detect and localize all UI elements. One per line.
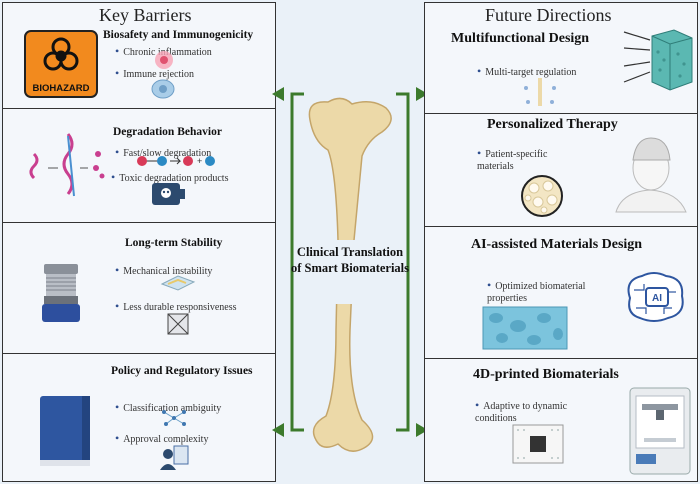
classification-tree-icon [162,410,186,426]
bullet-patient-specific: Patient-specific materials [477,147,577,173]
key-barriers-title: Key Barriers [99,5,192,25]
divider [425,226,697,227]
porous-scaffold-cube-icon [623,29,693,91]
bullet-adaptive: Adaptive to dynamic conditions [475,399,605,425]
future-directions-title: Future Directions [485,5,612,25]
bullet-mechanical-instability: Mechanical instability [115,264,212,278]
femur-bone-icon [302,97,398,452]
center-label: Clinical Translation of Smart Biomateria… [282,244,418,276]
arrow-right-bottom-icon [416,423,428,437]
section-title-stability: Long-term Stability [125,237,223,249]
section-title-multifunctional: Multifunctional Design [451,31,590,46]
degradation-fibers-icon [29,133,105,197]
arrow-right-top-icon [416,87,428,101]
patient-head-icon [615,137,687,213]
bullet-toxic-products: Toxic degradation products [111,171,228,185]
bullet-immune-rejection: Immune rejection [115,67,194,81]
biomaterial-texture-icon [482,306,568,350]
regulation-book-icon [40,396,90,466]
plate-icon [160,275,196,291]
divider [3,108,275,109]
bullet-less-durable: Less durable responsiveness [115,300,236,314]
molecule-chain-icon: + [137,156,215,166]
section-title-ai-design: AI-assisted Materials Design [471,237,643,252]
arrow-left-bottom-icon [272,423,284,437]
porous-material-icon [521,175,563,217]
divider [425,358,697,359]
section-title-personalized: Personalized Therapy [487,117,618,132]
immune-cell-icon [151,79,175,99]
approval-person-icon [160,445,189,470]
divider [3,353,275,354]
cracked-box-icon [167,313,189,335]
bullet-approval-complexity: Approval complexity [115,432,208,446]
bullet-classification-ambiguity: Classification ambiguity [115,401,221,415]
multi-target-bone-icon [524,78,556,106]
section-title-4d-printed: 4D-printed Biomaterials [473,367,619,382]
circuit-chip-icon [512,424,564,464]
center-label-line1: Clinical Translation [296,245,404,259]
bullet-optimized-properties: Optimized biomaterial properties [487,279,607,305]
ai-label: AI [652,293,662,304]
biohazard-sign-icon: BIOHAZARD [24,30,98,98]
section-title-biosafety: Biosafety and Immunogenicity [103,29,254,41]
arrow-left-top-icon [272,87,284,101]
stability-cylinder-icon [42,264,80,322]
bullet-fast-slow-degradation: Fast/slow degradation [115,146,211,160]
inflammation-icon [155,51,173,69]
ai-brain-icon: AI [627,272,684,322]
toxic-bottle-icon [152,183,185,205]
3d-printer-icon [629,387,691,475]
section-title-policy: Policy and Regulatory Issues [111,365,253,377]
divider [3,222,275,223]
bullet-multi-target: Multi-target regulation [477,65,576,79]
arrows-diagram [290,92,410,432]
section-title-degradation: Degradation Behavior [113,126,222,138]
biohazard-label: BIOHAZARD [33,83,90,94]
center-label-line2: of Smart Biomaterials [290,261,410,275]
divider [425,113,697,114]
svg-text:+: + [197,156,202,166]
